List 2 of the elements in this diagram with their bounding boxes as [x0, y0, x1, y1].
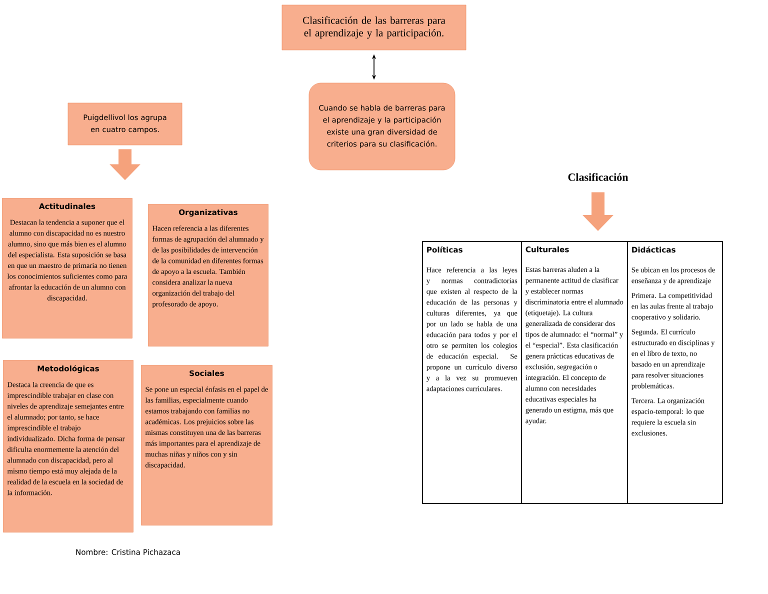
- title-box: Clasificación de las barreras para el aprendizaje y la participación.: [282, 4, 466, 50]
- heading-text: Clasificación: [568, 173, 628, 181]
